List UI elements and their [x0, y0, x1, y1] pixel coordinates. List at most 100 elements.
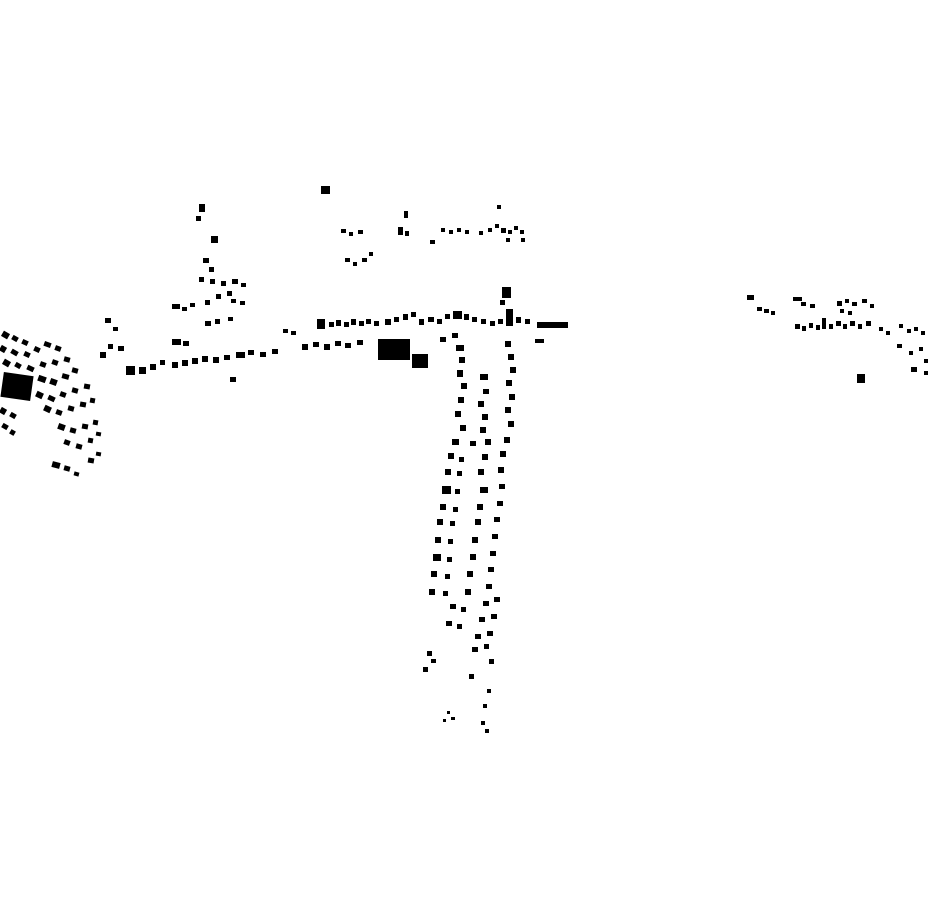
building-footprint — [924, 359, 928, 363]
building-footprint — [0, 330, 11, 340]
building-footprint — [69, 427, 77, 434]
building-footprint — [508, 354, 514, 360]
building-footprint — [405, 231, 409, 236]
building-footprint — [461, 607, 466, 612]
building-footprint — [500, 300, 505, 305]
building-footprint — [440, 337, 446, 342]
building-footprint — [810, 304, 815, 308]
building-footprint — [26, 364, 35, 373]
building-footprint — [897, 344, 902, 348]
building-footprint — [183, 341, 189, 346]
building-footprint — [836, 321, 841, 326]
building-footprint — [33, 345, 41, 354]
building-footprint — [1, 358, 12, 368]
building-footprint — [428, 317, 434, 322]
building-footprint — [357, 340, 363, 345]
building-footprint — [211, 236, 218, 243]
building-footprint — [160, 360, 165, 365]
building-footprint — [336, 320, 341, 326]
building-footprint — [482, 454, 488, 460]
building-footprint — [456, 345, 464, 351]
building-footprint — [461, 383, 467, 389]
building-footprint — [0, 406, 8, 416]
building-footprint — [453, 311, 462, 319]
building-footprint — [492, 534, 498, 539]
building-footprint — [516, 317, 521, 323]
building-footprint — [465, 589, 471, 595]
building-footprint — [240, 301, 245, 305]
building-footprint — [470, 554, 476, 560]
building-footprint — [100, 352, 106, 358]
building-footprint — [403, 314, 408, 320]
building-footprint — [221, 281, 226, 286]
building-footprint — [190, 303, 195, 307]
building-footprint — [457, 624, 462, 629]
building-footprint — [57, 422, 66, 432]
building-footprint — [481, 319, 486, 324]
building-footprint — [423, 667, 428, 672]
building-footprint — [446, 621, 452, 626]
building-footprint — [837, 301, 842, 306]
building-footprint — [483, 704, 487, 708]
building-footprint — [374, 321, 379, 326]
building-footprint — [441, 228, 445, 232]
building-footprint — [92, 419, 99, 426]
building-footprint — [886, 331, 890, 335]
building-footprint — [236, 352, 245, 358]
building-footprint — [502, 287, 511, 298]
building-footprint — [453, 507, 458, 512]
building-footprint — [508, 421, 514, 427]
building-footprint — [870, 304, 874, 308]
building-footprint — [215, 319, 220, 324]
building-footprint — [494, 597, 500, 602]
building-footprint — [272, 349, 278, 354]
building-footprint — [850, 321, 855, 326]
building-footprint — [764, 309, 769, 313]
building-footprint — [822, 318, 826, 329]
building-footprint — [501, 228, 506, 233]
building-footprint — [43, 404, 52, 414]
building-footprint — [67, 405, 75, 412]
building-footprint — [497, 501, 503, 506]
building-footprint — [435, 537, 441, 543]
building-footprint — [879, 327, 883, 331]
building-footprint — [469, 674, 474, 679]
building-footprint — [919, 347, 923, 351]
building-footprint — [509, 394, 515, 400]
building-footprint — [924, 371, 928, 375]
building-footprint — [793, 297, 802, 301]
building-footprint — [75, 443, 83, 450]
building-footprint — [480, 374, 488, 380]
building-footprint — [490, 551, 496, 556]
building-footprint — [485, 439, 491, 445]
building-footprint — [51, 359, 59, 366]
building-footprint — [448, 539, 453, 544]
building-footprint — [199, 277, 204, 282]
building-footprint — [479, 231, 483, 235]
building-footprint — [485, 729, 489, 733]
building-footprint — [126, 366, 135, 375]
building-footprint — [345, 258, 350, 262]
building-footprint — [411, 312, 416, 317]
building-footprint — [443, 719, 446, 722]
building-footprint — [525, 319, 530, 324]
building-footprint — [857, 374, 865, 383]
building-footprint — [205, 300, 210, 305]
building-footprint — [433, 554, 441, 561]
building-footprint — [210, 279, 215, 284]
building-footprint — [487, 631, 493, 636]
building-footprint — [482, 414, 488, 420]
building-footprint — [472, 317, 477, 322]
building-footprint — [429, 589, 435, 595]
building-footprint — [477, 504, 483, 510]
building-footprint — [228, 317, 233, 321]
building-footprint — [452, 333, 458, 338]
building-footprint — [448, 453, 454, 459]
building-footprint — [458, 397, 464, 403]
building-footprint — [921, 331, 925, 335]
building-footprint — [537, 322, 568, 328]
building-footprint — [81, 423, 89, 430]
building-footprint — [35, 390, 44, 400]
building-footprint — [108, 344, 113, 349]
building-footprint — [404, 211, 408, 218]
